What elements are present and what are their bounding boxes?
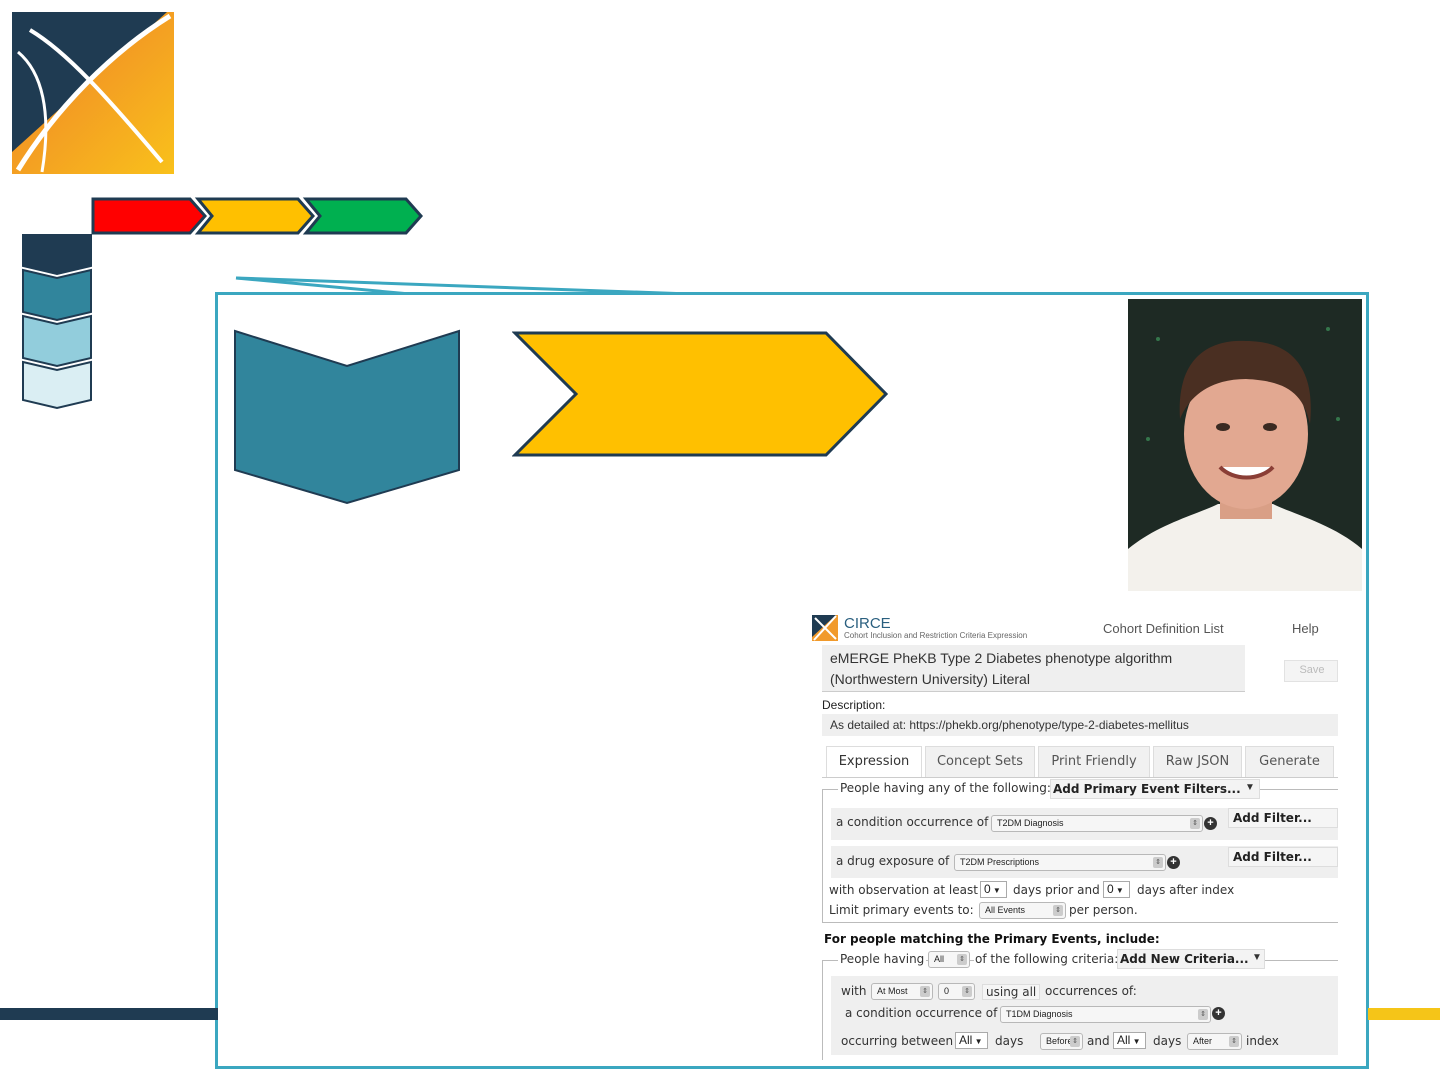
row2-text: a drug exposure of	[836, 854, 950, 868]
footer-bar-navy	[0, 1008, 218, 1020]
obs-after-dropdown[interactable]: 0 ▼	[1103, 881, 1130, 898]
count-select[interactable]: 0⇕	[938, 983, 975, 1000]
amber-chevron	[194, 197, 316, 235]
right-chevron-shape	[512, 331, 889, 457]
obs-text-3: days after index	[1137, 883, 1235, 897]
t2dm-prescriptions-select[interactable]: T2DM Prescriptions⇕	[954, 854, 1166, 871]
days-text-1: days	[995, 1034, 1024, 1048]
after-select[interactable]: After⇕	[1187, 1033, 1242, 1050]
at-most-select[interactable]: At Most⇕	[871, 983, 933, 1000]
circe-brand: CIRCE	[844, 615, 891, 632]
add-concept-icon[interactable]: +	[1212, 1007, 1225, 1020]
nav-help[interactable]: Help	[1292, 621, 1319, 636]
cohort-title-line1: eMERGE PheKB Type 2 Diabetes phenotype a…	[830, 650, 1173, 666]
add-filter-button-1[interactable]: Add Filter...	[1228, 808, 1338, 828]
nav-cohort-definition-list[interactable]: Cohort Definition List	[1103, 621, 1224, 636]
portrait-photo	[1128, 299, 1362, 591]
green-chevron	[302, 197, 424, 235]
t1dm-diagnosis-select[interactable]: T1DM Diagnosis⇕	[1000, 1006, 1211, 1023]
limit-text: Limit primary events to:	[829, 903, 974, 917]
red-chevron	[91, 197, 208, 235]
add-concept-icon[interactable]: +	[1204, 817, 1217, 830]
inclusion-heading: For people matching the Primary Events, …	[824, 932, 1160, 946]
tab-raw-json[interactable]: Raw JSON	[1153, 746, 1242, 777]
add-primary-event-filters-button[interactable]: Add Primary Event Filters... ▼	[1050, 779, 1260, 799]
t2dm-diagnosis-select[interactable]: T2DM Diagnosis⇕	[991, 815, 1203, 832]
obs-text-2: days prior and	[1013, 883, 1100, 897]
all-select[interactable]: All⇕	[928, 951, 970, 968]
callout-lines	[235, 276, 691, 296]
add-filter-button-2[interactable]: Add Filter...	[1228, 847, 1338, 867]
before-select[interactable]: Before⇕	[1040, 1033, 1083, 1050]
add-new-criteria-button[interactable]: Add New Criteria... ▼	[1117, 949, 1265, 969]
stack-step-3	[22, 314, 92, 368]
occurrences-of-text: occurrences of:	[1045, 984, 1137, 998]
with-text: with	[841, 984, 867, 998]
tab-concept-sets[interactable]: Concept Sets	[925, 746, 1035, 777]
following-criteria-text: of the following criteria:	[974, 952, 1120, 966]
caret-down-icon: ▼	[1245, 782, 1255, 793]
description-field[interactable]: As detailed at: https://phekb.org/phenot…	[822, 714, 1338, 736]
using-all-select[interactable]: using all	[982, 984, 1041, 1000]
cohort-title-line2: (Northwestern University) Literal	[830, 671, 1030, 687]
all-days-after-dropdown[interactable]: All ▼	[1113, 1032, 1146, 1049]
stack-step-2	[22, 268, 92, 322]
status-chevrons	[91, 197, 424, 235]
add-concept-icon[interactable]: +	[1167, 856, 1180, 869]
caret-down-icon: ▼	[1252, 952, 1262, 963]
tab-underline	[822, 777, 1338, 778]
index-text: index	[1246, 1034, 1279, 1048]
tab-expression[interactable]: Expression	[826, 746, 922, 778]
vertical-chevron-stack	[22, 234, 92, 410]
circe-screenshot: CIRCE Cohort Inclusion and Restriction C…	[808, 608, 1344, 1060]
down-chevron-shape	[234, 329, 460, 505]
ohdsi-logo-icon	[12, 12, 174, 174]
days-text-2: days	[1153, 1034, 1182, 1048]
tab-generate[interactable]: Generate	[1245, 746, 1334, 777]
description-label: Description:	[822, 698, 886, 712]
occurring-between-text: occurring between	[841, 1034, 954, 1048]
row1-text: a condition occurrence of	[836, 815, 989, 829]
all-days-before-dropdown[interactable]: All ▼	[955, 1032, 988, 1049]
people-having-text: People having	[838, 952, 927, 966]
circe-subtitle: Cohort Inclusion and Restriction Criteri…	[844, 631, 1028, 640]
stack-step-1	[22, 234, 92, 276]
stack-step-4	[22, 360, 92, 410]
tab-print-friendly[interactable]: Print Friendly	[1038, 746, 1150, 777]
cond-text: a condition occurrence of	[845, 1006, 998, 1020]
obs-prior-dropdown[interactable]: 0 ▼	[980, 881, 1007, 898]
primary-events-legend: People having any of the following:	[838, 781, 1053, 795]
footer-bar-yellow	[1368, 1008, 1440, 1020]
cohort-title-box[interactable]: eMERGE PheKB Type 2 Diabetes phenotype a…	[822, 645, 1245, 692]
limit-suffix: per person.	[1069, 903, 1138, 917]
save-button[interactable]: Save	[1284, 660, 1338, 682]
circe-logo-icon	[812, 615, 838, 641]
and-text: and	[1087, 1034, 1110, 1048]
obs-text-1: with observation at least	[829, 883, 978, 897]
limit-events-select[interactable]: All Events⇕	[979, 902, 1066, 919]
